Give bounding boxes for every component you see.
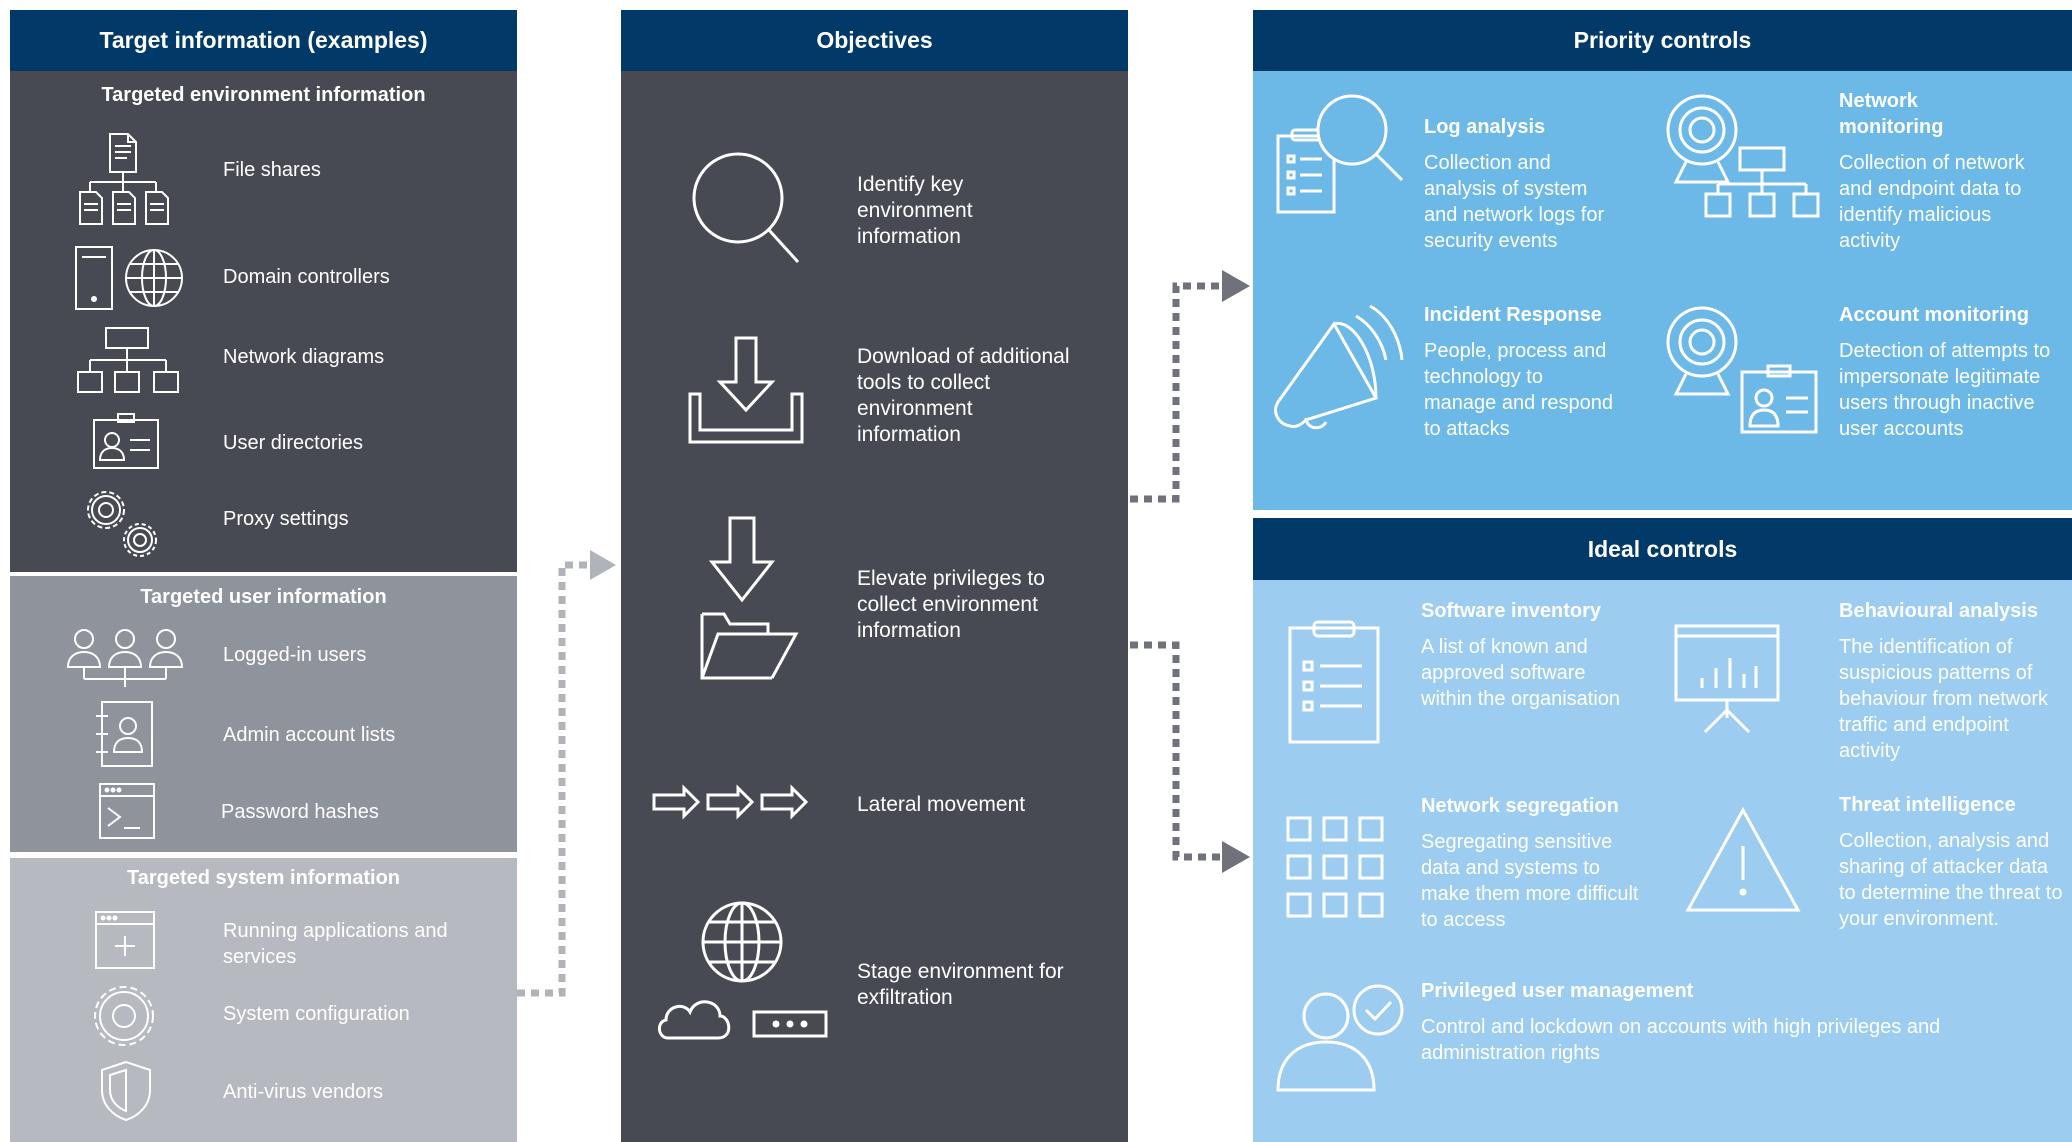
account-monitoring-title: Account monitoring	[1839, 304, 2029, 326]
software-inventory-text: A list of known and approved software wi…	[1421, 636, 1621, 710]
log-analysis-title: Log analysis	[1424, 116, 1546, 138]
globe-cloud-server-icon	[654, 900, 830, 1044]
privileged-user-text: Control and lockdown on accounts with hi…	[1421, 1016, 1941, 1064]
network-monitoring-title: Network monitoring	[1839, 90, 1944, 138]
network-diagrams-label: Network diagrams	[223, 346, 385, 368]
env-info-panel	[10, 71, 517, 572]
network-segregation-title: Network segregation	[1421, 795, 1619, 817]
user-check-icon	[1274, 982, 1408, 1094]
system-configuration-label: System configuration	[223, 1003, 410, 1025]
log-analysis-control: Log analysis Collection and analysis of …	[1424, 114, 1619, 254]
password-hashes-label: Password hashes	[221, 801, 379, 823]
behavioural-analysis-text: The identification of suspicious pattern…	[1839, 636, 2048, 762]
incident-response-title: Incident Response	[1424, 304, 1602, 326]
network-diagram-icon	[76, 326, 180, 396]
arrowhead-objectives	[590, 550, 616, 580]
objective-download-label: Download of additional tools to collect …	[857, 345, 1070, 446]
incident-response-text: People, process and technology to manage…	[1424, 340, 1614, 440]
software-inventory-title: Software inventory	[1421, 600, 1602, 622]
file-shares-icon	[76, 132, 172, 226]
priority-controls-panel	[1253, 71, 2072, 510]
account-monitoring-icon	[1664, 304, 1820, 436]
connector-objectives-to-ideal	[1130, 641, 1222, 861]
user-directories-label: User directories	[223, 432, 364, 454]
priority-controls-header: Priority controls	[1253, 10, 2072, 71]
grid-icon	[1286, 816, 1386, 920]
shield-icon	[100, 1060, 152, 1122]
account-monitoring-control: Account monitoring Detection of attempts…	[1839, 302, 2064, 442]
megaphone-icon	[1272, 304, 1406, 434]
running-apps-label: Running applications and services	[223, 920, 448, 968]
log-analysis-icon	[1274, 92, 1410, 216]
privileged-user-control: Privileged user management Control and l…	[1421, 978, 2041, 1066]
account-monitoring-text: Detection of attempts to impersonate leg…	[1839, 340, 2051, 440]
arrowhead-ideal	[1222, 841, 1250, 873]
clipboard-list-icon	[1286, 620, 1382, 744]
objectives-panel	[621, 71, 1128, 1142]
user-info-title: Targeted user information	[140, 586, 387, 608]
threat-intelligence-control: Threat intelligence Collection, analysis…	[1839, 792, 2064, 932]
proxy-settings-label: Proxy settings	[223, 508, 349, 530]
admin-account-lists-label: Admin account lists	[223, 724, 396, 746]
presentation-chart-icon	[1672, 622, 1782, 734]
objectives-header: Objectives	[621, 10, 1128, 71]
file-shares-label: File shares	[223, 159, 321, 181]
user-info-panel	[10, 576, 517, 852]
domain-controllers-icon	[74, 245, 186, 311]
arrows-icon	[652, 786, 810, 818]
log-analysis-text: Collection and analysis of system and ne…	[1424, 152, 1605, 252]
ideal-controls-panel	[1253, 580, 2072, 1142]
system-info-panel	[10, 858, 517, 1142]
terminal-icon	[98, 782, 156, 840]
behavioural-analysis-title: Behavioural analysis	[1839, 600, 2038, 622]
magnifier-icon	[690, 150, 802, 266]
target-info-header: Target information (examples)	[10, 10, 517, 71]
address-book-icon	[94, 700, 156, 768]
logged-in-users-label: Logged-in users	[223, 644, 367, 666]
env-info-title: Targeted environment information	[101, 84, 426, 106]
network-monitoring-text: Collection of network and endpoint data …	[1839, 152, 2025, 252]
network-monitoring-icon	[1664, 92, 1822, 220]
objective-stage-label: Stage environment for exfiltration	[857, 960, 1064, 1009]
network-monitoring-control: Network monitoring Collection of network…	[1839, 88, 2054, 254]
network-segregation-text: Segregating sensitive data and systems t…	[1421, 831, 1639, 931]
objective-lateral-label: Lateral movement	[857, 793, 1026, 816]
system-info-title: Targeted system information	[126, 867, 401, 889]
ideal-controls-header: Ideal controls	[1253, 518, 2072, 580]
objective-elevate-label: Elevate privileges to collect environmen…	[857, 567, 1045, 642]
behavioural-analysis-control: Behavioural analysis The identification …	[1839, 598, 2059, 764]
app-window-icon	[94, 910, 156, 970]
folder-arrow-icon	[698, 516, 800, 684]
users-icon	[66, 627, 184, 691]
domain-controllers-label: Domain controllers	[223, 266, 390, 288]
anti-virus-vendors-label: Anti-virus vendors	[223, 1081, 384, 1103]
software-inventory-control: Software inventory A list of known and a…	[1421, 598, 1626, 712]
arrowhead-priority	[1222, 270, 1250, 302]
privileged-user-title: Privileged user management	[1421, 980, 1694, 1002]
gear-icon	[92, 984, 156, 1048]
warning-icon	[1684, 806, 1802, 914]
network-segregation-control: Network segregation Segregating sensitiv…	[1421, 793, 1641, 933]
gears-icon	[80, 484, 162, 560]
download-icon	[688, 336, 804, 444]
connector-targets-to-objectives	[517, 561, 590, 997]
incident-response-control: Incident Response People, process and te…	[1424, 302, 1619, 442]
id-card-icon	[92, 412, 162, 472]
connector-objectives-to-priority	[1130, 282, 1222, 503]
threat-intelligence-title: Threat intelligence	[1839, 794, 2016, 816]
objective-identify-label: Identify key environment information	[857, 173, 973, 248]
threat-intelligence-text: Collection, analysis and sharing of atta…	[1839, 830, 2063, 930]
